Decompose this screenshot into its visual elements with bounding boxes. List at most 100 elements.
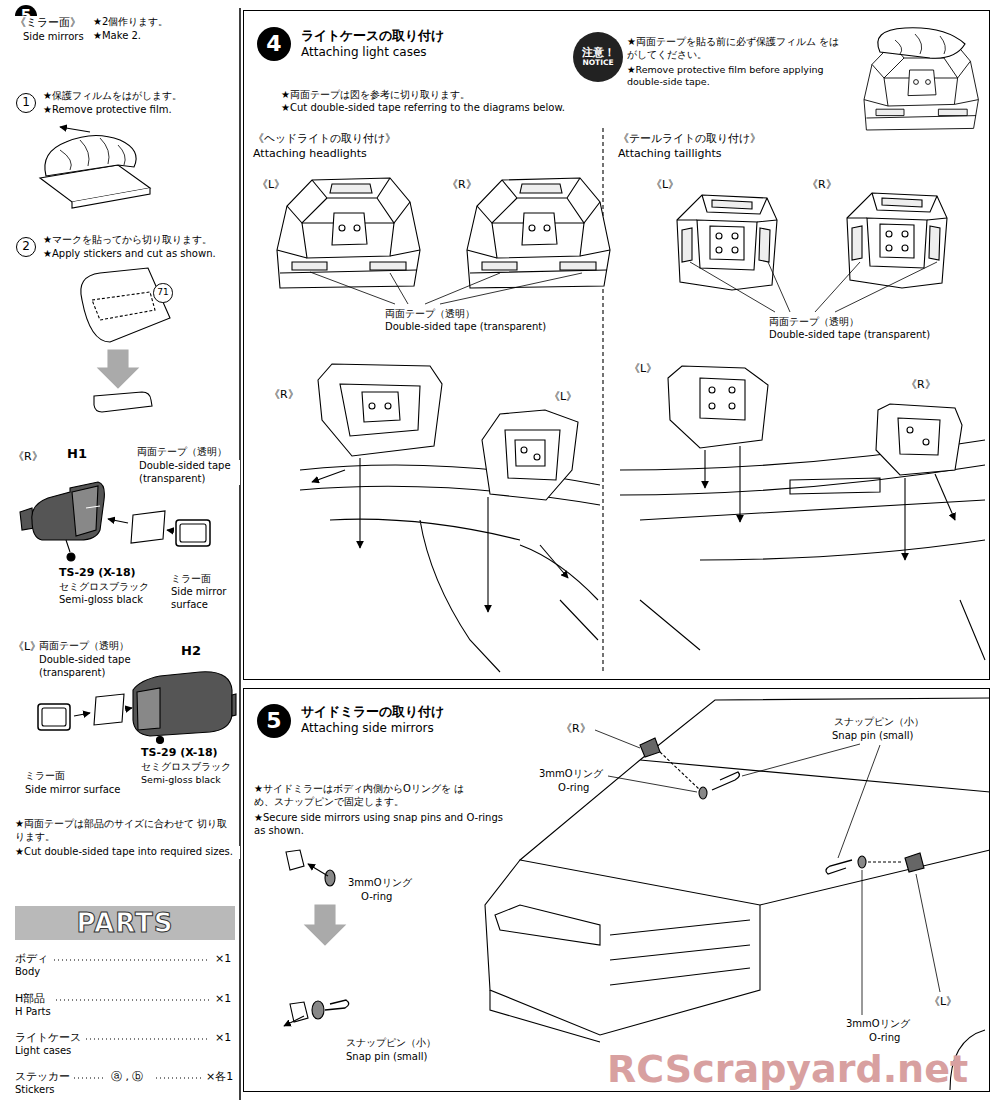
film-peel: [72, 188, 150, 208]
car-front: [868, 861, 902, 862]
mirror-right: [167, 530, 174, 531]
node-text: 4: [266, 32, 281, 56]
label-text: Attaching taillights: [617, 147, 723, 161]
mirror-left: [94, 694, 124, 725]
mirror-right: [180, 524, 206, 542]
callout-number: 71: [153, 283, 172, 302]
mirror-left: [232, 694, 236, 716]
label-text: Side mirror surface: [170, 586, 238, 611]
label-text: 両面テープ（透明）: [38, 640, 130, 653]
film-peel: [60, 138, 125, 170]
label-text: 両面テープ（透明）: [384, 308, 476, 321]
taillight-fitting: [790, 478, 880, 494]
mirror-left: [137, 688, 160, 730]
headlight-cases: [310, 272, 582, 304]
taillight-fitting: [729, 387, 735, 393]
car-front: [838, 745, 880, 858]
label-text: 《R》: [268, 388, 300, 402]
headlight-fitting: [515, 440, 545, 466]
taillight-fitting: [907, 427, 913, 433]
step-number: 4: [257, 27, 291, 61]
headlight-fitting: [487, 497, 488, 612]
label-text: スナップピン（小）: [345, 1037, 437, 1050]
headlight-fitting: [534, 454, 540, 460]
mirror-exploded: [305, 905, 345, 945]
headlight-fitting: [521, 447, 527, 453]
headlight-fitting: [340, 384, 420, 436]
car-front: [520, 760, 990, 905]
label-text: O-ring: [360, 891, 393, 904]
node-text: 71: [157, 288, 168, 298]
label-text: H部品: [14, 992, 46, 1006]
mirror-exploded: [286, 850, 304, 870]
car-front: [862, 870, 863, 1015]
label-text: 《L》: [548, 390, 578, 404]
label-text: ミラー面: [170, 573, 212, 586]
headlight-fitting: [300, 465, 600, 672]
label-text: ⓐ , ⓑ: [110, 1070, 145, 1084]
node-text: PARTS: [76, 909, 173, 938]
label-text: ★保護フィルムをはがします。: [42, 90, 183, 103]
label-text: 《ヘッドライトの取り付け》: [252, 132, 397, 146]
label-text: ★Remove protective film.: [42, 104, 173, 117]
mirror-exploded: [308, 864, 328, 876]
step-title: ライトケースの取り付け: [301, 27, 444, 45]
mirror-left: [126, 708, 132, 709]
mirror-right: [67, 553, 75, 561]
section-divider: [602, 128, 603, 672]
taillight-fitting: [739, 446, 740, 522]
label-text: TS-29 (X-18): [58, 566, 137, 580]
sticker-cut: [81, 268, 170, 342]
headlight-fitting: [505, 430, 560, 480]
notice-illustration: [878, 28, 965, 58]
taillight-fitting: [904, 478, 905, 560]
car-front: [485, 860, 760, 1035]
label-text: ★Make 2.: [92, 30, 142, 43]
headlight-fitting: [482, 410, 578, 500]
car-front: [485, 698, 990, 1090]
mirror-right: [32, 482, 105, 540]
label-text: O-ring: [557, 782, 590, 795]
label-text: スナップピン（小）: [833, 716, 925, 729]
mirror-right: [72, 486, 98, 536]
label-text: 両面テープ（透明）: [768, 316, 860, 329]
sticker-cut: [98, 350, 138, 388]
car-front: [495, 905, 600, 945]
car-front: [640, 698, 990, 792]
watermark: RCScrapyard.net: [606, 1046, 969, 1094]
label-text: Body: [14, 966, 41, 979]
label-text: ★両面テープは部品のサイズに合わせて 切り取ります。: [14, 818, 238, 843]
label-text: ★Cut double-sided tape into required siz…: [14, 846, 240, 859]
car-front: [858, 856, 866, 868]
mirror-right: [131, 511, 165, 543]
headlight-fitting: [312, 470, 345, 482]
label-text: ライトケース: [14, 1031, 82, 1045]
mirror-exploded: [284, 1016, 304, 1026]
film-peel: [40, 127, 150, 208]
headlight-cases: [277, 178, 420, 288]
notice-illustration: [895, 34, 945, 54]
mirror-exploded: [284, 850, 349, 1026]
label-text: 3mmOリング: [347, 877, 413, 890]
headlight-fitting: [318, 364, 442, 456]
label-text: ★両面テープを貼る前に必ず保護フィルム をはがしてください。: [626, 36, 843, 61]
car-front: [595, 730, 640, 748]
taillight-cases: [677, 195, 777, 290]
mirror-left: [42, 708, 66, 726]
mirror-exploded: [325, 870, 335, 886]
headlight-cases: [277, 178, 610, 304]
mirror-exploded: [312, 1001, 324, 1019]
car-front: [826, 860, 852, 874]
label-text: ミラー面: [24, 770, 66, 783]
label-text: Light cases: [14, 1045, 72, 1058]
sticker-cut: [92, 292, 155, 320]
label-text: Stickers: [14, 1084, 55, 1097]
mirror-left: [38, 672, 236, 744]
node-text: 1: [22, 96, 30, 109]
car-front: [699, 787, 707, 799]
label-text: H1: [66, 446, 88, 462]
taillight-fitting: [704, 450, 705, 488]
label-text: 《R》: [446, 178, 478, 192]
parts-leaders: [56, 999, 210, 1000]
